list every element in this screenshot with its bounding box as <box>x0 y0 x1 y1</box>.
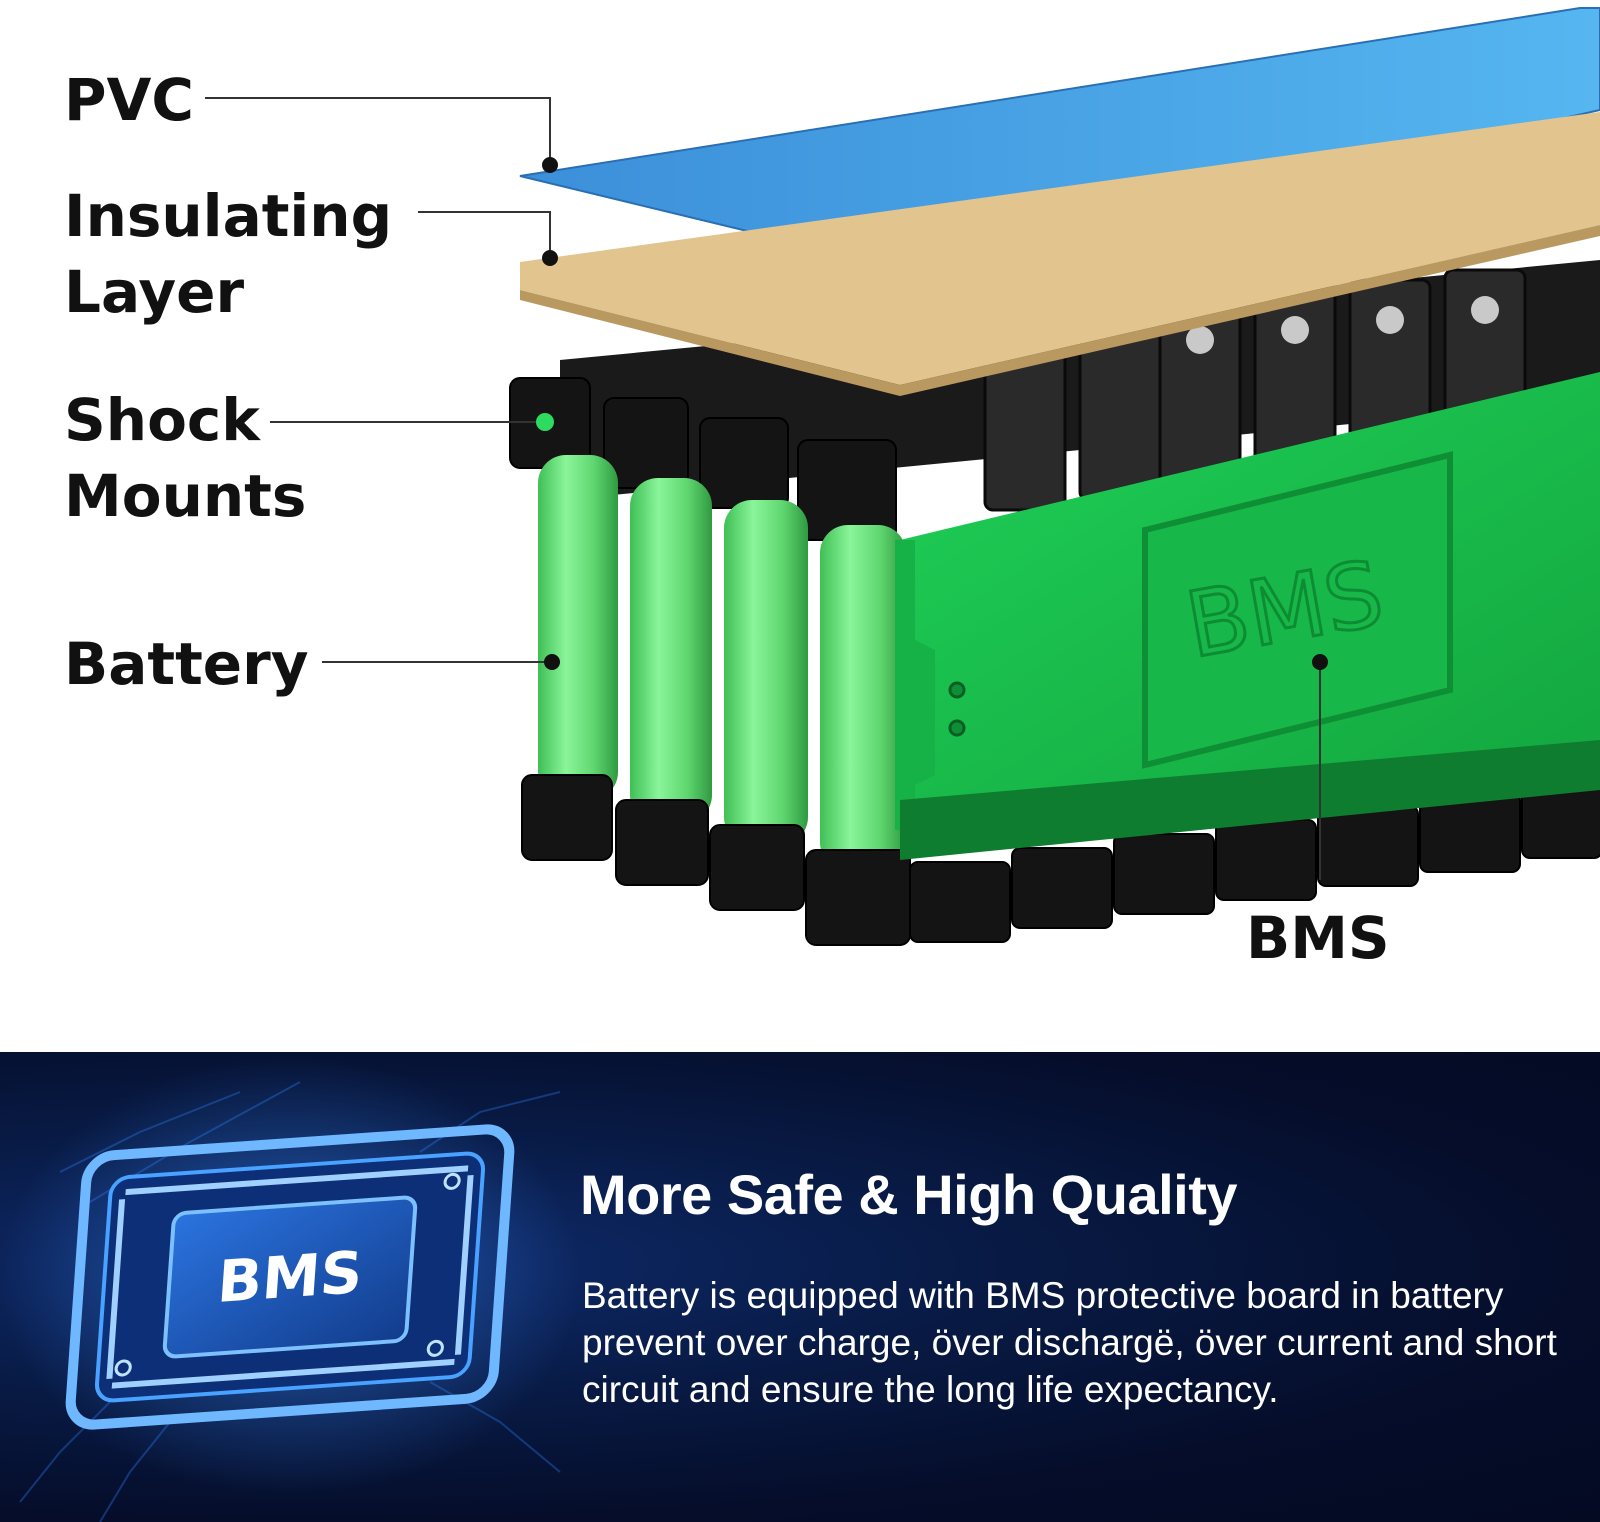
callout-shock-line2: Mounts <box>64 462 307 530</box>
bms-chip-illustration: BMS <box>0 1057 580 1522</box>
front-top-holders <box>509 377 897 541</box>
battery-pack-diagram: BMS PVC Insulating Layer Shock <box>64 7 1600 972</box>
insulating-sheet <box>520 112 1600 385</box>
banner-title: More Safe & High Quality <box>580 1163 1238 1226</box>
bottom-holders <box>521 774 1600 946</box>
banner-description: Battery is equipped with BMS protective … <box>582 1275 1557 1410</box>
chip-bms-text: BMS <box>215 1238 364 1316</box>
battery-cells <box>538 455 906 870</box>
bms-board <box>1142 451 1453 769</box>
battery-pack-illustration: BMS <box>205 7 1600 946</box>
callout-bms: BMS <box>1246 904 1390 972</box>
callout-pvc: PVC <box>64 66 194 134</box>
callout-battery: Battery <box>64 630 309 698</box>
callout-insulating-line2: Layer <box>64 258 245 326</box>
feature-banner: BMS More Safe & High Quality Battery is … <box>0 1052 1600 1522</box>
callout-dots <box>536 157 1328 670</box>
callout-shock-line1: Shock <box>64 386 260 454</box>
callout-lines <box>205 97 1321 880</box>
callout-insulating-line1: Insulating <box>64 182 393 250</box>
